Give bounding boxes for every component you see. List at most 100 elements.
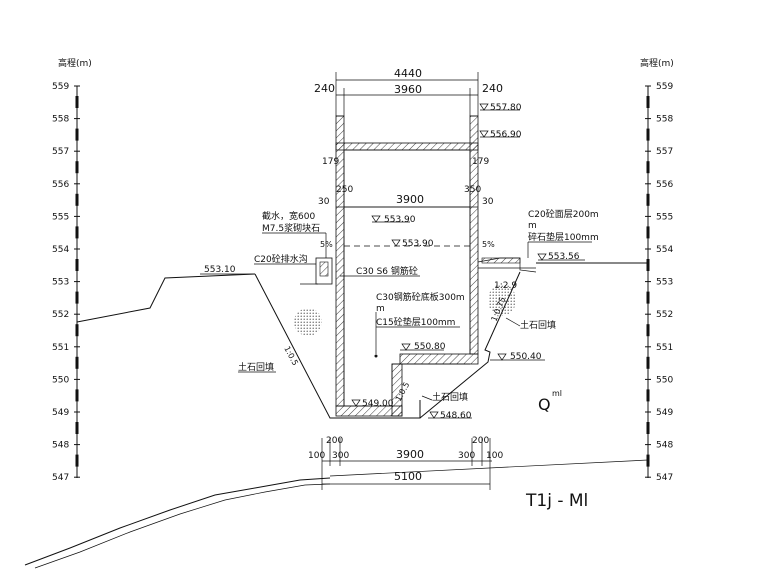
right-axis-segment [646, 356, 650, 369]
left-axis-tick-label: 557 [52, 147, 69, 157]
left-axis-segment [75, 96, 79, 108]
structure [315, 115, 537, 417]
left-axis-title: 高程(m) [58, 57, 92, 69]
left-elevation-axis: 高程(m) 559 558 557 556 555 554 553 552 551 550 549 5… [52, 57, 92, 483]
right-axis-tick-label: 551 [656, 343, 673, 353]
elev-550-80: 550.80 [414, 342, 446, 352]
right-elevation-axis: 高程(m) 5595585575565555545535525515505495… [640, 57, 674, 483]
elevation-markers: 557.80 556.90 553.90 553.90 553.10 553.5… [200, 103, 585, 421]
elev-553-90-a: 553.90 [384, 215, 416, 225]
dim-inner-top: 3960 [394, 83, 422, 96]
right-axis-segment [646, 193, 650, 206]
right-axis-tick-label: 549 [656, 408, 673, 418]
label-drain: C20砼排水沟 [254, 253, 308, 265]
label-c30-s6: C30 S6 钢筋砼 [356, 265, 418, 277]
left-axis-segment [75, 259, 79, 271]
right-axis-segment [646, 161, 650, 174]
backfill-hatch-left [294, 308, 322, 336]
left-axis-tick-label: 552 [52, 310, 69, 320]
right-axis-segment [646, 128, 650, 141]
existing-ground-right [329, 459, 649, 477]
right-axis-tick-label: 552 [656, 310, 673, 320]
elev-556-90: 556.90 [490, 130, 522, 140]
label-backfill-left: 土石回填 [238, 361, 274, 373]
drain-ditch [315, 257, 333, 285]
right-axis-segment [646, 324, 650, 337]
left-axis-segment [75, 422, 79, 434]
left-axis-tick-label: 548 [52, 441, 69, 451]
label-q-sup: ml [552, 389, 562, 398]
dim-overall-top: 4440 [394, 67, 422, 80]
right-axis-tick-label: 548 [656, 441, 673, 451]
label-c30-base-2: m [376, 304, 385, 314]
label-q: Q [538, 395, 551, 414]
dim-mid: 3900 [396, 193, 424, 206]
left-axis-segment [75, 193, 79, 206]
left-axis-tick-label: 549 [52, 408, 69, 418]
label-gravel: 碎石垫层100mm [528, 231, 599, 243]
dim-30-right: 30 [482, 197, 494, 207]
dim-300-left: 300 [332, 451, 349, 461]
left-axis-tick-label: 551 [52, 343, 69, 353]
elev-557-80: 557.80 [490, 103, 522, 113]
elev-548-60: 548.60 [440, 411, 472, 421]
slope-5pct-right: 5% [482, 240, 495, 249]
left-axis-segment [75, 161, 79, 174]
right-axis-segment [646, 454, 650, 467]
right-axis-tick-label: 550 [656, 375, 673, 385]
top-dimensions: 4440 3960 240 240 3900 179 179 30 30 250… [314, 67, 503, 208]
right-axis-tick-label: 547 [656, 473, 673, 483]
dim-100-left: 100 [308, 451, 325, 461]
backfill-hatch-right [488, 284, 516, 316]
left-axis-tick-label: 558 [52, 115, 69, 125]
label-backfill-right: 土石回填 [520, 319, 556, 331]
right-axis-tick-label: 555 [656, 212, 673, 222]
left-axis-tick-label: 559 [52, 82, 69, 92]
right-axis-segment [646, 389, 650, 402]
ratio-1-2-9: 1:2.9 [494, 281, 517, 291]
left-axis-tick-label: 556 [52, 180, 69, 190]
dim-179-right: 179 [472, 157, 489, 167]
right-axis-tick-label: 557 [656, 147, 673, 157]
lower-ground-line [24, 477, 331, 566]
right-axis-segment [646, 291, 650, 304]
label-c20-right-1: C20砼面层200m [528, 208, 599, 220]
ground-line-left [76, 273, 256, 323]
left-axis-tick-label: 554 [52, 245, 69, 255]
dim-179-left: 179 [322, 157, 339, 167]
left-axis-tick-label: 550 [52, 375, 69, 385]
left-axis-tick-label: 547 [52, 473, 69, 483]
right-axis-segment [646, 259, 650, 271]
left-axis-segment [75, 291, 79, 304]
ratio-0-5-left: 1:0.5 [282, 345, 300, 367]
right-axis-segment [646, 226, 650, 239]
right-axis-segment [646, 422, 650, 434]
left-axis-segment [75, 389, 79, 402]
left-axis-tick-label: 555 [52, 212, 69, 222]
excavation-left [254, 273, 421, 419]
left-axis-segment [75, 128, 79, 141]
dim-wall-left: 240 [314, 82, 335, 95]
right-axis-tick-label: 558 [656, 115, 673, 125]
dim-overall-bottom: 5100 [394, 470, 422, 483]
dim-30-left: 30 [318, 197, 330, 207]
bottom-dimensions: 100 200 300 3900 300 200 100 5100 [308, 436, 503, 490]
right-axis-title: 高程(m) [640, 57, 674, 69]
right-axis-tick-label: 559 [656, 82, 673, 92]
right-axis-tick-label: 554 [656, 245, 673, 255]
elev-553-10: 553.10 [204, 265, 236, 275]
label-masonry-2: M7.5浆砌块石 [262, 222, 320, 234]
dim-200-right: 200 [472, 436, 489, 446]
left-axis-segment [75, 226, 79, 239]
label-masonry-1: 截水，宽600 [262, 210, 315, 222]
dim-300-right: 300 [458, 451, 475, 461]
elev-550-40: 550.40 [510, 352, 542, 362]
dim-100-right: 100 [486, 451, 503, 461]
dim-250: 250 [336, 185, 353, 195]
slope-5pct-left: 5% [320, 240, 333, 249]
label-backfill-bottom: 土石回填 [432, 391, 468, 403]
excavation-right [419, 271, 521, 419]
elev-553-90-b: 553.90 [402, 239, 434, 249]
left-axis-tick-label: 553 [52, 278, 69, 288]
